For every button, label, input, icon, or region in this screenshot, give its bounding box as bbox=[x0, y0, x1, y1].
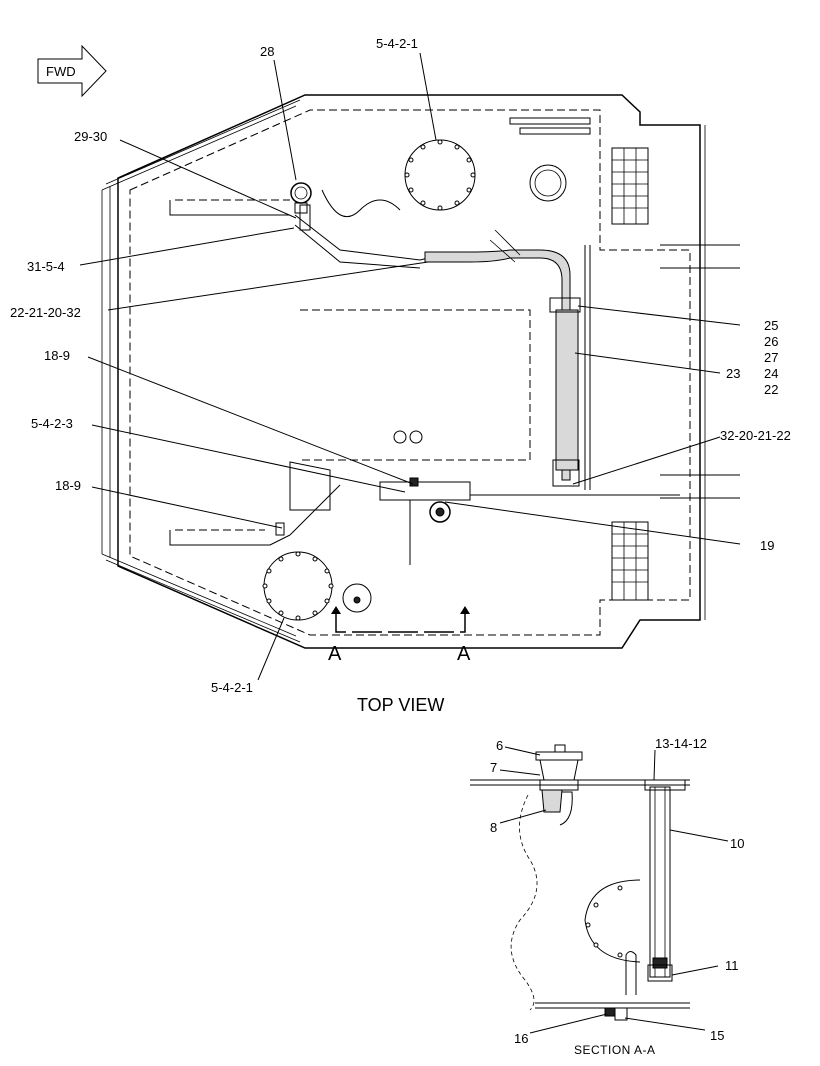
callout-19: 19 bbox=[760, 538, 774, 553]
callout-22-21-20-32: 22-21-20-32 bbox=[10, 305, 81, 320]
sight-gauge bbox=[644, 779, 686, 982]
grille-upper bbox=[611, 147, 649, 225]
callout-29-30: 29-30 bbox=[74, 129, 107, 144]
callout-5-4-2-3: 5-4-2-3 bbox=[31, 416, 73, 431]
callout-22: 22 bbox=[764, 382, 778, 397]
section-title: SECTION A-A bbox=[574, 1043, 656, 1057]
callout-25: 25 bbox=[764, 318, 778, 333]
callout-16: 16 bbox=[514, 1031, 528, 1046]
callout-15: 15 bbox=[710, 1028, 724, 1043]
drain-valve bbox=[604, 1007, 628, 1021]
fwd-label: FWD bbox=[46, 64, 76, 79]
grille-lower bbox=[611, 521, 649, 601]
callout-6: 6 bbox=[496, 738, 503, 753]
callout-5-4-2-1-top: 5-4-2-1 bbox=[376, 36, 418, 51]
section-cut-line: A A bbox=[328, 606, 471, 665]
callout-27: 27 bbox=[764, 350, 778, 365]
callout-23: 23 bbox=[726, 366, 740, 381]
callout-26: 26 bbox=[764, 334, 778, 349]
manhole-cover-lower bbox=[262, 551, 334, 621]
callout-28: 28 bbox=[260, 44, 274, 59]
callout-18-9-upper: 18-9 bbox=[44, 348, 70, 363]
section-marker-left: A bbox=[328, 643, 342, 665]
lifting-eye bbox=[290, 182, 312, 214]
callout-7: 7 bbox=[490, 760, 497, 775]
callout-13-14-12: 13-14-12 bbox=[655, 736, 707, 751]
callout-31-5-4: 31-5-4 bbox=[27, 259, 65, 274]
section-marker-right: A bbox=[457, 643, 471, 665]
filler-cap bbox=[535, 744, 583, 791]
callout-24: 24 bbox=[764, 366, 778, 381]
fuel-line bbox=[424, 249, 581, 487]
manhole-cover-upper bbox=[404, 139, 476, 211]
callout-8: 8 bbox=[490, 820, 497, 835]
callout-11: 11 bbox=[725, 958, 739, 973]
callouts-top: 28 5-4-2-1 29-30 31-5-4 22-21-20-32 25 2… bbox=[10, 36, 791, 695]
fwd-arrow: FWD bbox=[37, 44, 107, 98]
section-a-a: 6 7 8 13-14-12 10 11 16 15 SECTION A-A bbox=[470, 736, 744, 1057]
view-title: TOP VIEW bbox=[357, 695, 444, 715]
callout-32-20-21-22: 32-20-21-22 bbox=[720, 428, 791, 443]
callout-10: 10 bbox=[730, 836, 744, 851]
callout-5-4-2-1-bottom: 5-4-2-1 bbox=[211, 680, 253, 695]
strainer bbox=[541, 789, 573, 826]
callout-18-9-lower: 18-9 bbox=[55, 478, 81, 493]
top-view: A A bbox=[101, 94, 740, 665]
leader-lines-top bbox=[79, 52, 741, 681]
